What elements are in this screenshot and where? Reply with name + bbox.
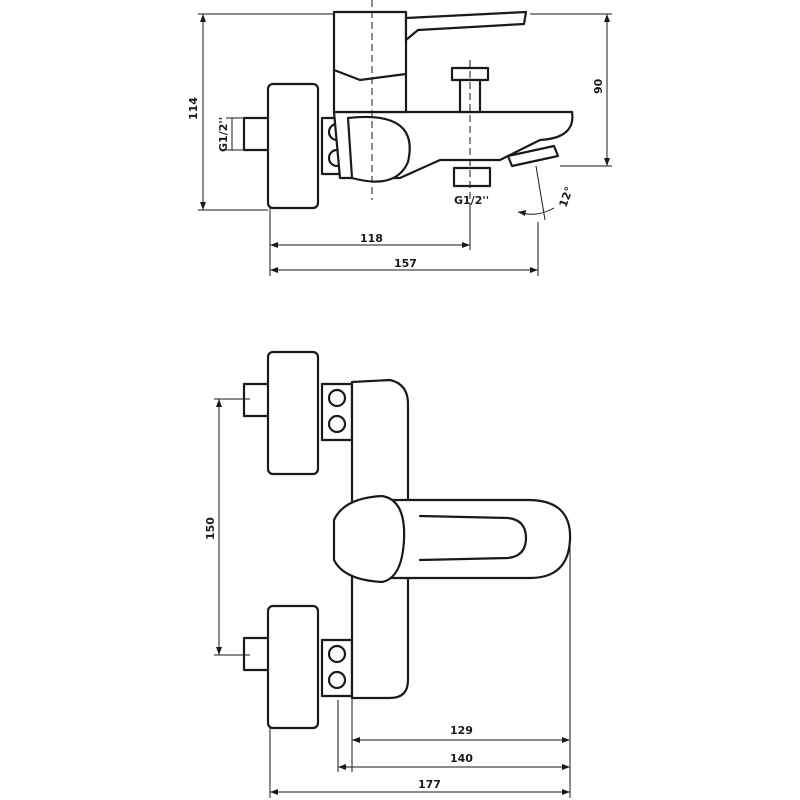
wall-flange <box>266 82 320 210</box>
dim-overall: 177 <box>418 778 441 791</box>
top-view: 150 129 140 177 <box>204 350 572 798</box>
thread-outlet-label: G1/2'' <box>454 194 489 207</box>
dim-angle: 12° <box>557 185 576 209</box>
aerator <box>506 144 560 168</box>
side-view: G1/2'' 114 G1/2'' 90 12° 118 <box>187 0 612 276</box>
shower-outlet <box>452 166 492 188</box>
dim-inlet-to-outlet: 118 <box>360 232 383 245</box>
dim-lever: 129 <box>450 724 473 737</box>
cartridge-housing <box>346 115 411 183</box>
wall-flange-upper <box>266 350 320 476</box>
lever-knob <box>332 494 406 584</box>
dim-spout: 90 <box>592 78 605 94</box>
dim-inlet-spacing: 150 <box>204 517 217 540</box>
lever-handle <box>404 10 528 42</box>
dim-overall-depth: 157 <box>394 257 417 270</box>
wall-flange-lower <box>266 604 320 730</box>
thread-wall-label: G1/2'' <box>217 117 230 152</box>
dim-height: 114 <box>187 97 200 120</box>
dim-body: 140 <box>450 752 473 765</box>
mixer-body <box>332 10 408 114</box>
